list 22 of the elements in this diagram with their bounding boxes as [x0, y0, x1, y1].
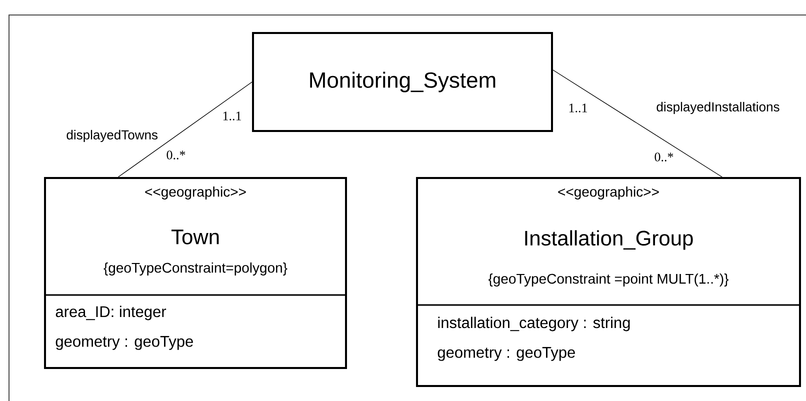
class-box	[44, 177, 347, 369]
association-line	[552, 70, 722, 178]
stereotype: <<geographic>>	[558, 186, 659, 200]
multiplicity: 0..*	[654, 152, 674, 162]
attribute: installation_category : string	[438, 316, 630, 332]
stereotype: <<geographic>>	[145, 186, 246, 200]
constraint: {geoTypeConstraint=polygon}	[104, 262, 288, 276]
multiplicity: 1..1	[569, 104, 587, 112]
attribute: area_ID: integer	[56, 306, 166, 320]
attribute: geometry : geoType	[438, 347, 575, 361]
attribute: geometry : geoType	[56, 336, 193, 350]
association-name: displayedTowns	[65, 128, 159, 144]
class-name: Town	[171, 230, 219, 244]
association-line	[118, 82, 252, 178]
multiplicity: 0..*	[166, 150, 186, 160]
class-name: Installation_Group	[525, 230, 693, 250]
multiplicity: 1..1	[223, 112, 241, 120]
association-name: displayedInstallations	[655, 100, 781, 116]
class-box	[252, 32, 553, 132]
class-name: Monitoring_System	[310, 72, 496, 92]
constraint: {geoTypeConstraint =point MULT(1..*)}	[488, 273, 729, 287]
class-box	[416, 177, 801, 387]
